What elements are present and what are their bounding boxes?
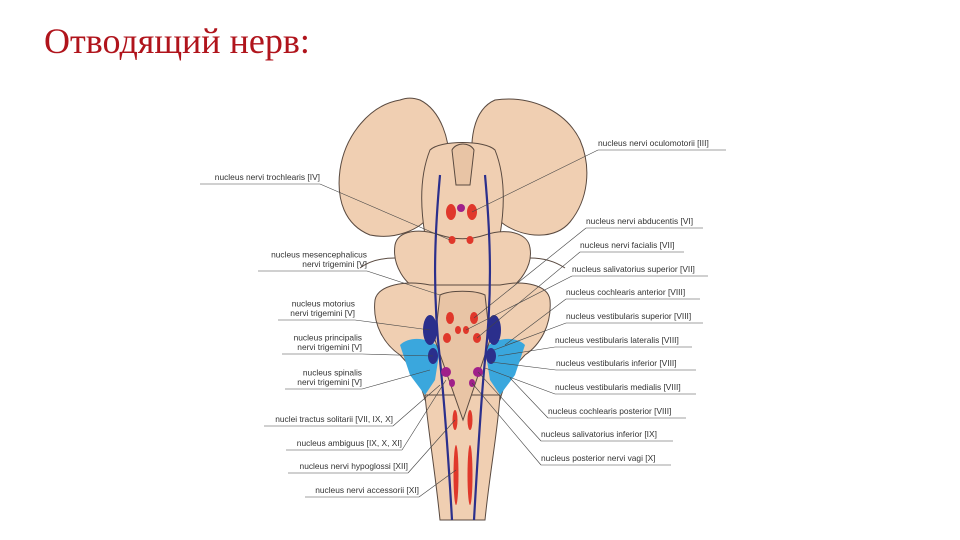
label-vestibularis-inf: nucleus vestibularis inferior [VIII] (556, 358, 677, 368)
nucleus-oculomotor-left (446, 204, 456, 220)
nucleus-autonomic-mid (457, 204, 465, 212)
label-mesencephalicus-line2: nervi trigemini [V] (302, 259, 367, 269)
label-vestibularis-sup: nucleus vestibularis superior [VIII] (566, 311, 691, 321)
label-trochlearis: nucleus nervi trochlearis [IV] (215, 172, 320, 182)
nucleus-accessory-right (468, 445, 473, 505)
nucleus-vestibular-right (486, 348, 496, 364)
label-vagi: nucleus posterior nervi vagi [X] (541, 453, 656, 463)
label-cochlearis-ant: nucleus cochlearis anterior [VIII] (566, 287, 685, 297)
trigeminal-root-right (530, 258, 565, 268)
pineal-region (452, 144, 474, 185)
nucleus-autonomic-left-2 (449, 379, 455, 387)
label-oculomotorii: nucleus nervi oculomotorii [III] (598, 138, 709, 148)
label-accessorii: nucleus nervi accessorii [XI] (315, 485, 419, 495)
label-hypoglossi: nucleus nervi hypoglossi [XII] (300, 461, 408, 471)
label-spinalis-line2: nervi trigemini [V] (297, 377, 362, 387)
nucleus-autonomic-left (441, 367, 451, 377)
label-salivatorius-sup: nucleus salivatorius superior [VII] (572, 264, 695, 274)
label-vestibularis-lat: nucleus vestibularis lateralis [VIII] (555, 335, 679, 345)
label-motorius-line1: nucleus motorius (292, 299, 355, 309)
label-mesencephalicus-line1: nucleus mesencephalicus (271, 250, 367, 260)
nucleus-facial-left (443, 333, 451, 343)
label-principalis-line2: nervi trigemini [V] (297, 342, 362, 352)
label-abducentis: nucleus nervi abducentis [VI] (586, 216, 693, 226)
pons (395, 231, 531, 290)
label-motorius-line2: nervi trigemini [V] (290, 308, 355, 318)
label-solitarii: nuclei tractus solitarii [VII, IX, X] (275, 414, 393, 424)
leader-line-cochlearis-post (510, 378, 548, 418)
label-principalis-line1: nucleus principalis (294, 333, 362, 343)
label-cochlearis-post: nucleus cochlearis posterior [VIII] (548, 406, 671, 416)
label-salivatorius-inf: nucleus salivatorius inferior [IX] (541, 429, 657, 439)
label-vestibularis-med: nucleus vestibularis medialis [VIII] (555, 382, 681, 392)
label-ambiguus: nucleus ambiguus [IX, X, XI] (297, 438, 402, 448)
nucleus-salivatory-left (455, 326, 461, 334)
nucleus-trochlear-right (467, 236, 474, 244)
nucleus-hypoglossal-right (468, 410, 473, 430)
label-spinalis-line1: nucleus spinalis (303, 368, 362, 378)
nucleus-accessory-left (454, 445, 459, 505)
label-facialis: nucleus nervi facialis [VII] (580, 240, 675, 250)
nucleus-abducens-left (446, 312, 454, 324)
